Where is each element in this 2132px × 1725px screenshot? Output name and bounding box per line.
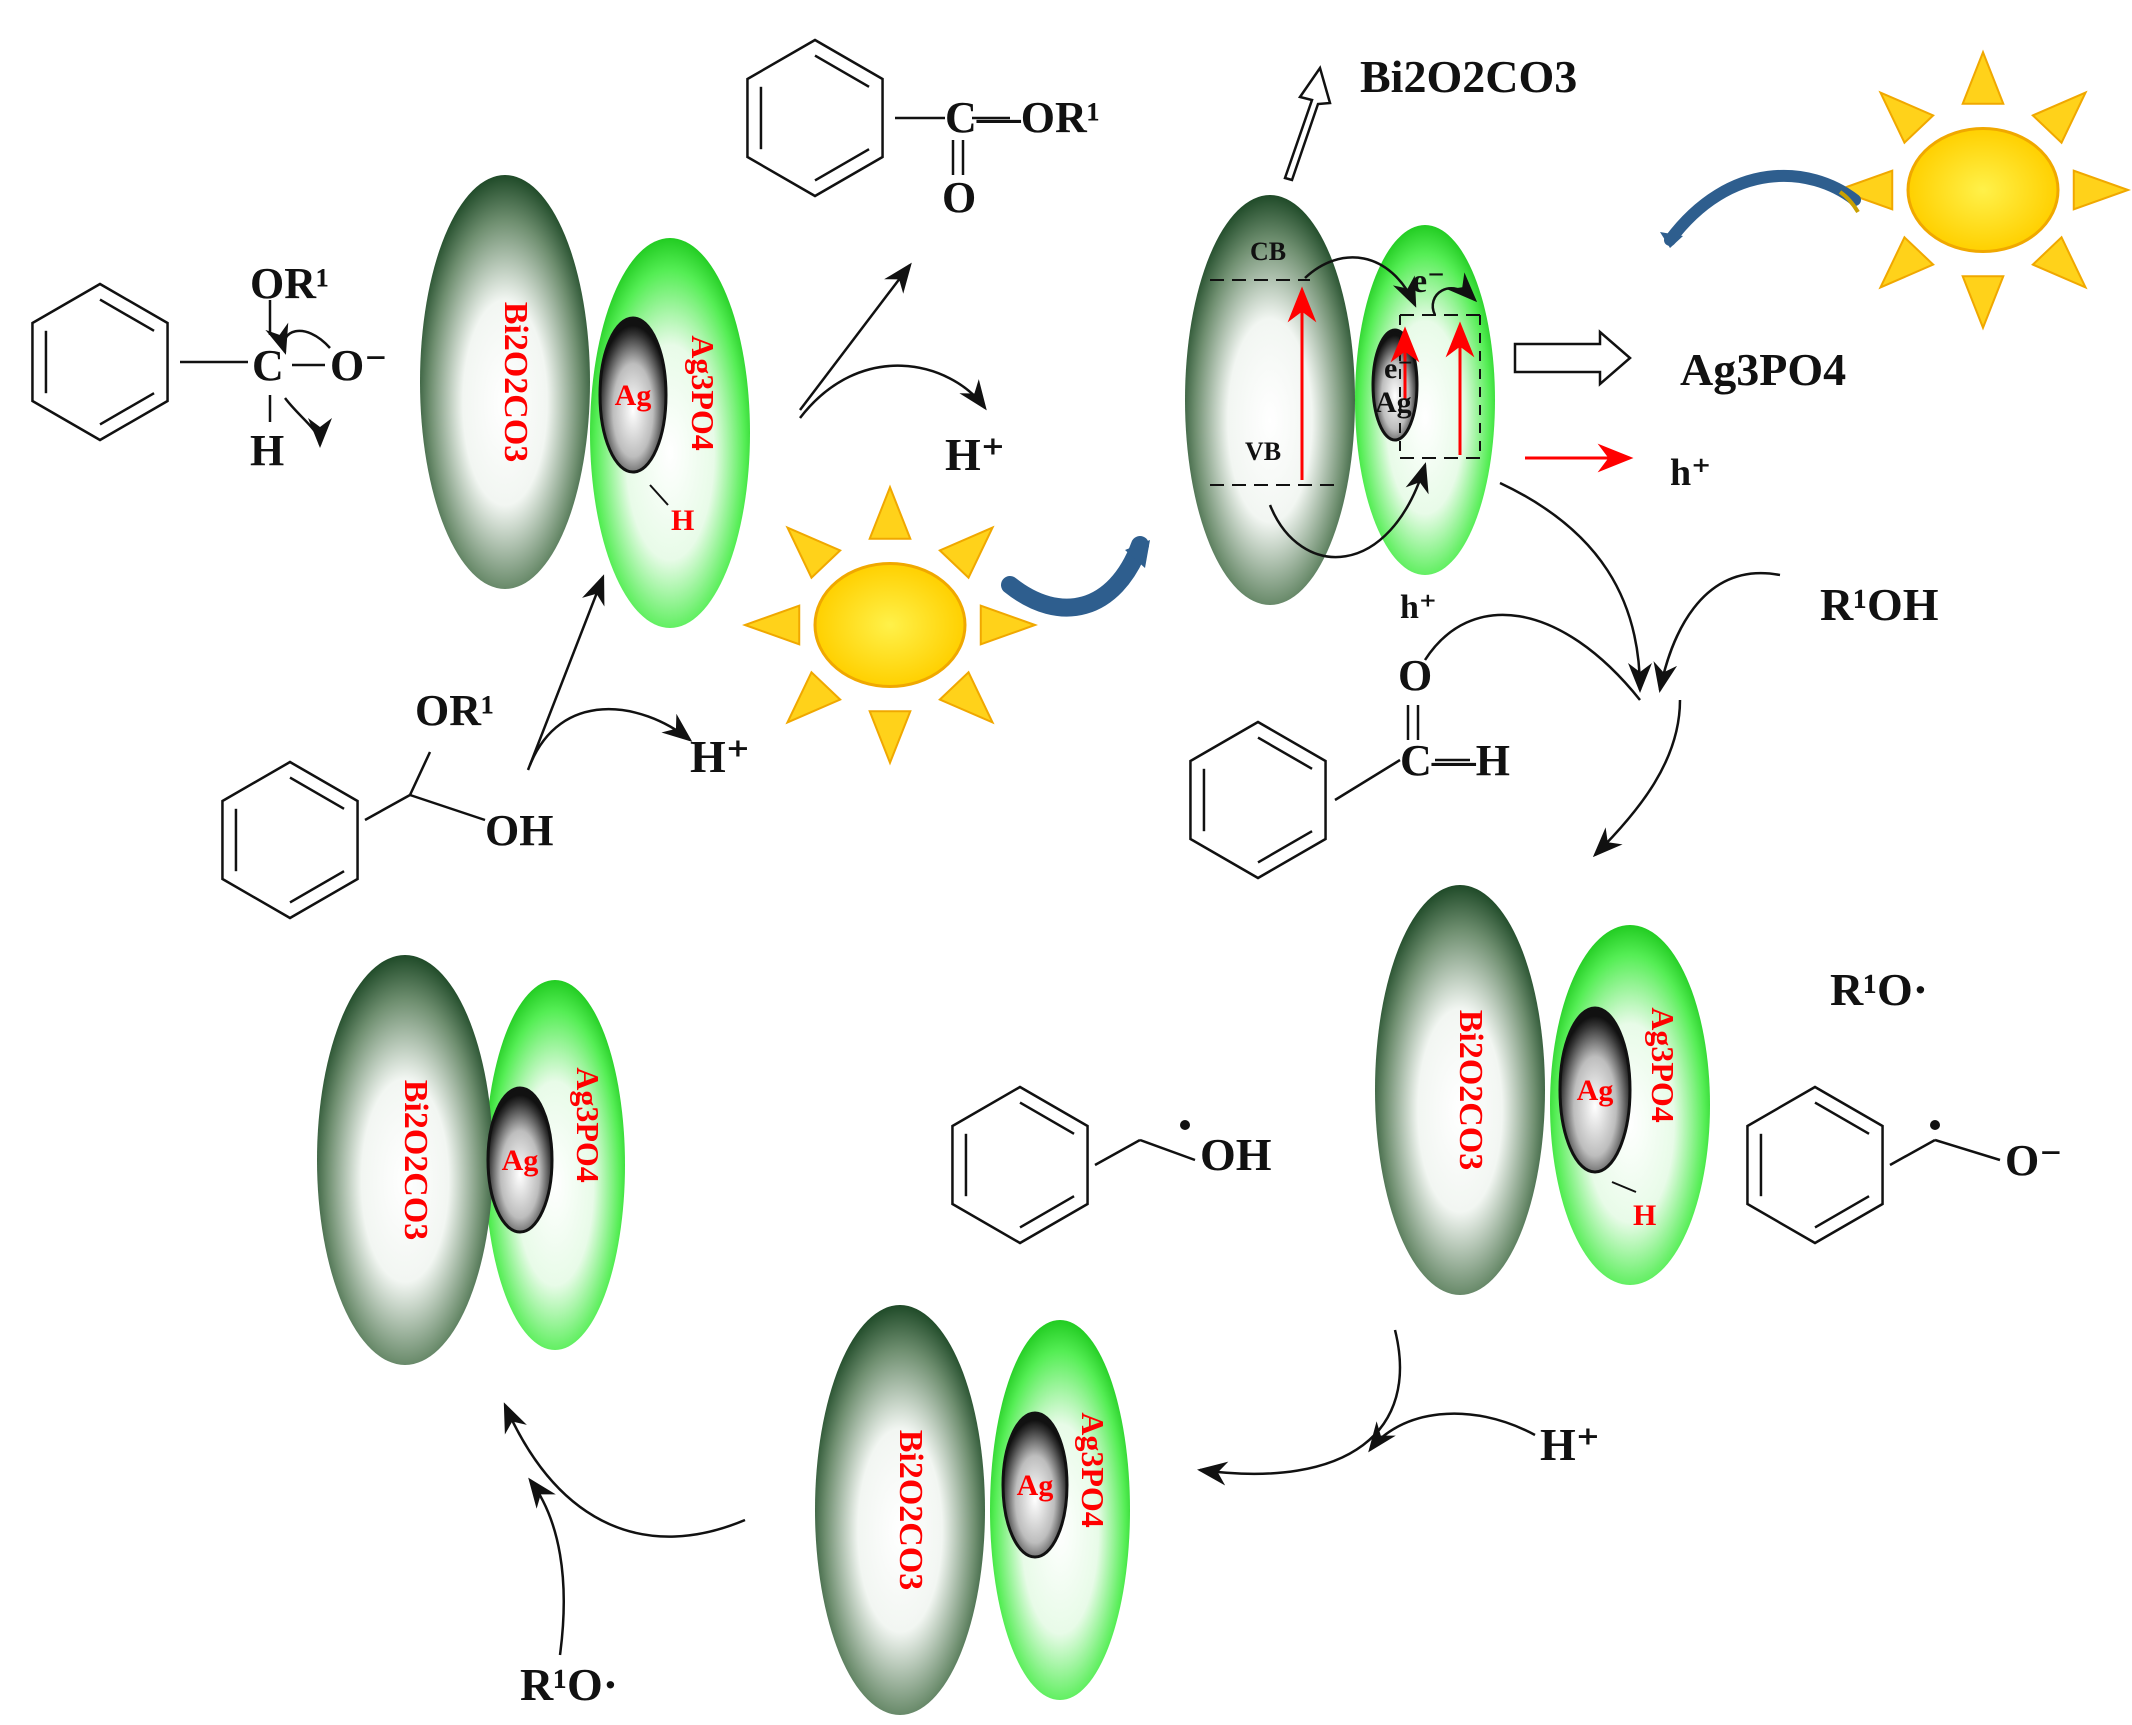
label-ag3po4: Ag3PO4 <box>570 1067 606 1183</box>
label-h-plus-1: H⁺ <box>945 429 1005 480</box>
label-adsorbed-h: H <box>671 504 694 537</box>
band-diagram <box>1210 256 1634 559</box>
catalyst-particle: Bi2O2CO3 Ag3PO4 Ag <box>815 1305 1130 1715</box>
ag3po4-ellipse <box>485 980 625 1350</box>
blue-curved-arrows <box>1001 169 1861 617</box>
label-bi2o2co3: Bi2O2CO3 <box>1452 1010 1489 1171</box>
label-or1: OR¹ <box>250 259 329 308</box>
reaction-arrows <box>265 262 1781 1656</box>
label-c: C <box>252 341 284 390</box>
label-h-plus-3: H⁺ <box>1540 1419 1600 1470</box>
label-hemiacetal-or1: OR¹ <box>415 686 494 735</box>
sun-icon <box>1835 49 2131 331</box>
label-r1o-radical-1: R¹O· <box>1830 964 1928 1015</box>
label-r1oh: R¹OH <box>1820 579 1939 630</box>
label-ag: Ag <box>1577 1074 1614 1107</box>
label-o-minus: O⁻ <box>330 341 387 390</box>
label-e-minus-2: e⁻ <box>1384 352 1413 385</box>
label-ag: Ag <box>615 379 652 412</box>
ag-particle <box>1001 1411 1069 1559</box>
ag-particle <box>1371 328 1419 442</box>
label-h-hole-1: h⁺ <box>1670 452 1711 494</box>
label-aldehyde: C—H <box>1400 736 1510 785</box>
sun-icon <box>742 484 1038 766</box>
benzene-ring <box>746 38 884 198</box>
ag-particle <box>598 316 668 474</box>
label-ag: Ag <box>1017 1469 1054 1502</box>
benzene-ring <box>951 1085 1089 1245</box>
label-bi2o2co3: Bi2O2CO3 <box>892 1430 929 1591</box>
label-hemiacetal-oh: OH <box>485 806 553 855</box>
catalyst-particle <box>1185 195 1495 605</box>
benzene-ring <box>221 760 359 920</box>
label-aldehyde-o: O <box>1398 651 1432 700</box>
label-alkoxide-o-minus: O⁻ <box>2005 1136 2062 1185</box>
label-ag3po4: Ag3PO4 <box>1075 1412 1111 1528</box>
label-e-minus-1: e⁻ <box>1412 263 1445 300</box>
label-cb: CB <box>1250 237 1286 266</box>
bi2o2co3-ellipse <box>317 955 493 1365</box>
text-labels: OR¹ C O⁻ H C—OR¹ O H⁺ H⁺ H⁺ OR¹ OH Bi2O2… <box>250 51 2062 1710</box>
ag-particle <box>486 1086 554 1234</box>
hollow-arrows <box>1283 65 1632 387</box>
label-h: H <box>250 426 284 475</box>
sun-icons <box>742 49 2131 766</box>
bi2o2co3-ellipse <box>420 175 590 589</box>
label-bi2o2co3: Bi2O2CO3 <box>497 302 534 463</box>
benzene-ring <box>1746 1085 1884 1245</box>
molecule-bonds <box>180 116 2001 1167</box>
benzene-ring <box>31 282 169 442</box>
benzene-rings <box>31 38 1884 1245</box>
label-vb: VB <box>1245 437 1281 466</box>
label-ag3po4-top: Ag3PO4 <box>1680 344 1846 395</box>
label-ag: Ag <box>502 1144 539 1177</box>
catalyst-particle: Bi2O2CO3 Ag3PO4 AgH <box>420 175 750 628</box>
label-bi2o2co3: Bi2O2CO3 <box>397 1080 434 1241</box>
benzene-ring <box>1189 720 1327 880</box>
label-ag3po4: Ag3PO4 <box>685 335 721 451</box>
ag-particle <box>1558 1006 1632 1174</box>
label-ag-band: Ag <box>1375 386 1412 419</box>
label-h-plus-2: H⁺ <box>690 731 750 782</box>
label-h-hole-2: h⁺ <box>1400 589 1437 626</box>
ag3po4-ellipse <box>1355 225 1495 575</box>
label-bi2o2co3-top: Bi2O2CO3 <box>1360 51 1577 102</box>
bi2o2co3-ellipse <box>815 1305 985 1715</box>
label-r1o-radical-2: R¹O· <box>520 1659 618 1710</box>
label-ester-o: O <box>942 173 976 222</box>
label-ester: C—OR¹ <box>945 93 1100 142</box>
label-ag3po4: Ag3PO4 <box>1645 1007 1681 1123</box>
label-adsorbed-h: H <box>1633 1199 1656 1232</box>
bi2o2co3-ellipse <box>1375 885 1545 1295</box>
label-benzyl-oh: OH <box>1200 1129 1272 1180</box>
